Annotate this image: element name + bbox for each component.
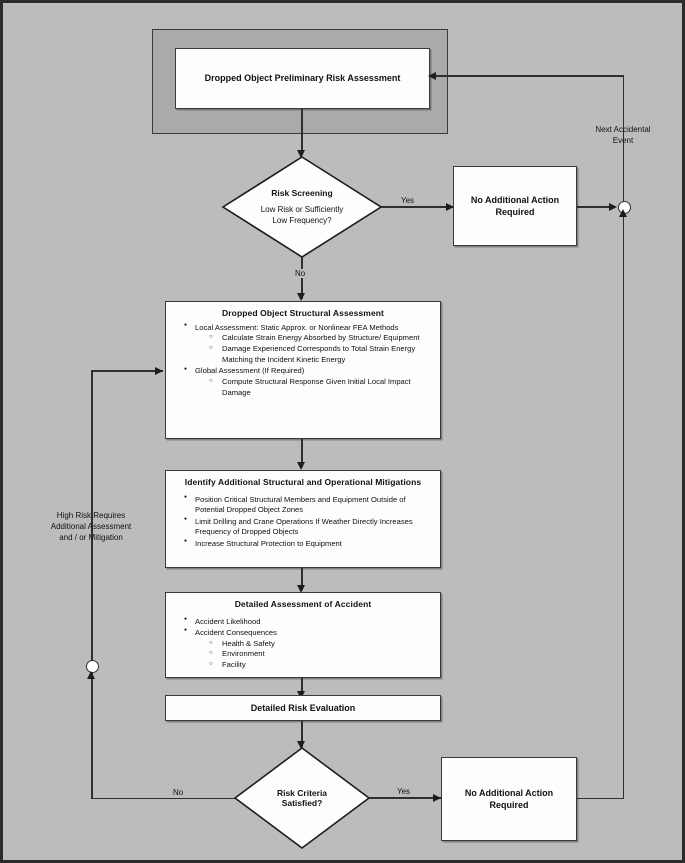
- list-item: Damage Experienced Corresponds to Total …: [209, 344, 434, 366]
- edge-no-action-top-to-junction: [577, 206, 615, 208]
- mitigations-list: Position Critical Structural Members and…: [166, 494, 440, 550]
- bullet-text: Local Assessment: Static Approx. or Nonl…: [195, 322, 399, 332]
- edge-criteria-yes: [369, 797, 441, 799]
- detailed-risk-evaluation-label: Detailed Risk Evaluation: [250, 702, 356, 713]
- structural-assessment-title: Dropped Object Structural Assessment: [222, 308, 384, 318]
- next-event-line2: Event: [612, 135, 634, 145]
- arrowhead-prelim-to-screening: [297, 150, 305, 158]
- high-risk-line2: Additional Assessment: [50, 521, 132, 531]
- arrowhead-high-risk-junction: [87, 671, 95, 679]
- edge-left-feedback-vertical: [91, 370, 93, 798]
- high-risk-line1: High Risk Requires: [56, 511, 126, 520]
- node-detailed-assessment[interactable]: Detailed Assessment of Accident Accident…: [165, 592, 441, 678]
- label-criteria-no: No: [171, 788, 186, 797]
- arrowhead-screening-no: [297, 293, 305, 301]
- list-item: Compute Structural Response Given Initia…: [209, 377, 434, 399]
- risk-criteria-shape: [233, 747, 371, 849]
- arrowhead-left-feedback: [155, 366, 163, 375]
- arrowhead-no-action-top: [609, 202, 617, 211]
- list-item: Position Critical Structural Members and…: [184, 494, 434, 517]
- edge-bottom-return-vertical: [622, 212, 624, 799]
- structural-sublist-2: Compute Structural Response Given Initia…: [195, 377, 434, 399]
- structural-sublist-1: Calculate Strain Energy Absorbed by Stru…: [195, 333, 434, 365]
- edge-criteria-no: [91, 797, 235, 799]
- edge-next-event-to-prelim: [435, 75, 624, 77]
- detailed-assessment-list: Accident Likelihood Accident Consequence…: [166, 616, 440, 671]
- next-event-line1: Next Accidental: [595, 125, 651, 134]
- label-screening-yes: Yes: [399, 196, 417, 205]
- edge-next-event-up: [622, 75, 624, 202]
- arrowhead-evaluation-to-criteria: [297, 741, 305, 749]
- node-detailed-risk-evaluation[interactable]: Detailed Risk Evaluation: [165, 695, 441, 721]
- high-risk-line3: and / or Mitigation: [59, 532, 123, 542]
- arrowhead-structural-to-mitigations: [297, 462, 305, 470]
- label-screening-no: No: [293, 269, 308, 278]
- no-action-top-line2: Required: [495, 207, 535, 217]
- list-item: Accident Likelihood: [184, 616, 434, 628]
- edge-screening-no: [301, 257, 303, 299]
- node-no-additional-action-bottom[interactable]: No Additional Action Required: [441, 757, 577, 841]
- no-action-top-line1: No Additional Action: [470, 194, 560, 205]
- list-item: Local Assessment: Static Approx. or Nonl…: [184, 322, 434, 366]
- edge-screening-yes: [381, 206, 453, 208]
- arrowhead-next-event-to-prelim: [428, 71, 436, 80]
- arrowhead-criteria-yes: [433, 793, 441, 802]
- no-action-bottom-line2: Required: [489, 800, 529, 810]
- list-item: Global Assessment (If Required) Compute …: [184, 366, 434, 398]
- list-item: Health & Safety: [209, 639, 434, 650]
- edge-no-action-bottom-to-riser: [577, 797, 623, 799]
- node-preliminary-risk-assessment[interactable]: Dropped Object Preliminary Risk Assessme…: [175, 48, 430, 109]
- node-preliminary-label: Dropped Object Preliminary Risk Assessme…: [204, 73, 401, 84]
- edge-detailed-to-evaluation: [301, 678, 303, 696]
- node-identify-mitigations[interactable]: Identify Additional Structural and Opera…: [165, 470, 441, 568]
- list-item: Calculate Strain Energy Absorbed by Stru…: [209, 333, 434, 344]
- label-criteria-yes: Yes: [395, 787, 413, 796]
- arrowhead-screening-yes: [446, 202, 454, 211]
- no-action-bottom-line1: No Additional Action: [464, 787, 554, 798]
- bullet-text: Accident Consequences: [195, 627, 277, 637]
- label-high-risk-requires: High Risk Requires Additional Assessment…: [15, 511, 167, 543]
- edge-structural-to-mitigations: [301, 439, 303, 467]
- arrowhead-bottom-return: [618, 209, 627, 217]
- list-item: Increase Structural Protection to Equipm…: [184, 538, 434, 550]
- edge-evaluation-to-criteria: [301, 721, 303, 747]
- edge-mitigations-to-detailed: [301, 568, 303, 590]
- detailed-assessment-sublist: Health & Safety Environment Facility: [195, 639, 434, 671]
- edge-left-feedback-into-structural: [91, 370, 163, 372]
- list-item: Environment: [209, 649, 434, 660]
- edge-prelim-to-screening: [301, 109, 303, 155]
- list-item: Accident Consequences Health & Safety En…: [184, 627, 434, 671]
- node-risk-criteria[interactable]: Risk Criteria Satisfied?: [233, 747, 371, 849]
- risk-screening-shape: [221, 156, 383, 258]
- node-no-additional-action-top[interactable]: No Additional Action Required: [453, 166, 577, 246]
- label-next-accidental-event: Next Accidental Event: [567, 125, 679, 147]
- bullet-text: Global Assessment (If Required): [195, 366, 305, 376]
- node-risk-screening[interactable]: Risk Screening Low Risk or Sufficiently …: [221, 156, 383, 258]
- arrowhead-mitigations-to-detailed: [297, 585, 305, 593]
- list-item: Facility: [209, 660, 434, 671]
- node-structural-assessment[interactable]: Dropped Object Structural Assessment Loc…: [165, 301, 441, 439]
- detailed-assessment-title: Detailed Assessment of Accident: [234, 599, 372, 609]
- structural-assessment-list: Local Assessment: Static Approx. or Nonl…: [166, 322, 440, 399]
- list-item: Limit Drilling and Crane Operations If W…: [184, 516, 434, 539]
- mitigations-title: Identify Additional Structural and Opera…: [184, 477, 422, 487]
